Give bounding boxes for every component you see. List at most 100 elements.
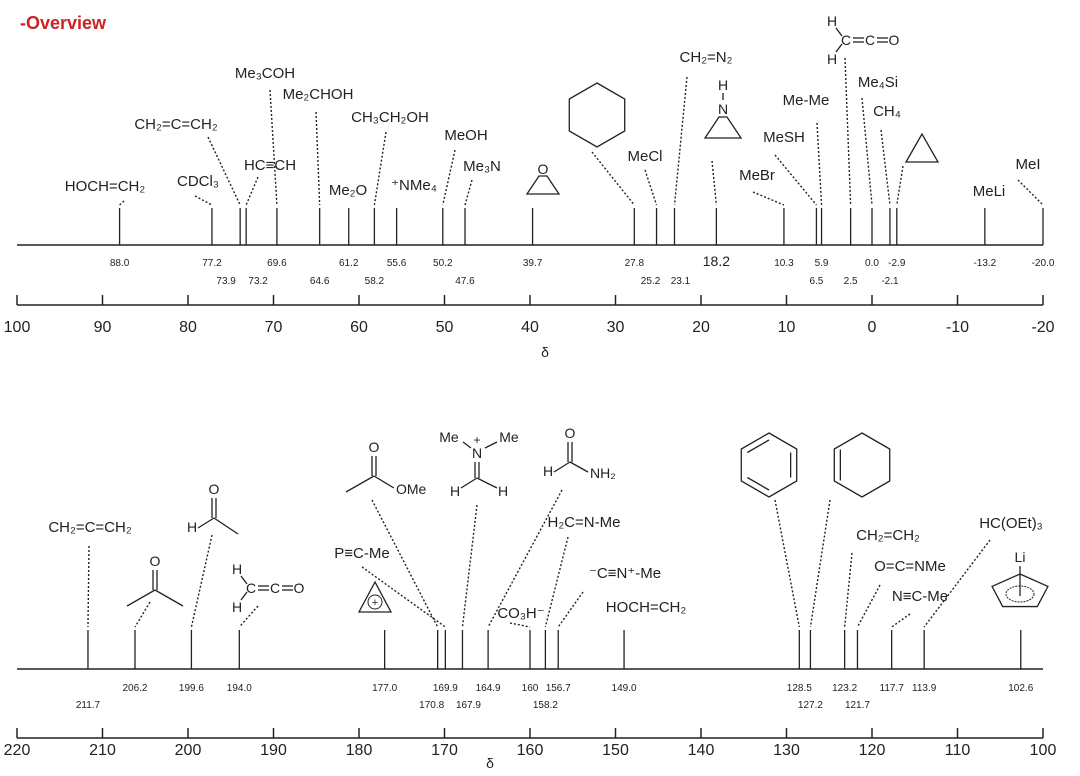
leader-line: [861, 97, 873, 206]
positive-charge: +: [473, 433, 480, 447]
axis-tick-label: 190: [260, 742, 287, 759]
leader-line: [557, 591, 584, 628]
leader-line: [896, 165, 904, 206]
shift-value-label: 10.3: [774, 258, 794, 269]
axis-tick-label: -10: [946, 319, 969, 336]
shift-value-label: 39.7: [523, 258, 543, 269]
shift-value-label: 149.0: [612, 683, 637, 694]
axis-tick-label: 110: [945, 742, 971, 759]
oxygen-atom: O: [889, 32, 900, 48]
cyclopropenyl-ring-icon: [357, 580, 393, 613]
axis-tick-label: 210: [89, 742, 116, 759]
compound-label: MeOH: [444, 127, 487, 144]
bond-line: [240, 591, 248, 601]
benzene-ring-icon: [740, 432, 798, 498]
epoxide-structure-icon: O: [525, 161, 561, 195]
leader-line: [371, 499, 439, 628]
acetaldehyde-structure-icon: OH: [187, 481, 239, 535]
shift-value-label: 58.2: [365, 276, 385, 287]
leader-line: [464, 179, 473, 206]
hydrogen-atom: H: [232, 599, 242, 615]
leader-line: [880, 129, 891, 206]
methoxy-label: OMe: [396, 481, 427, 497]
bond-line: [345, 475, 375, 493]
compound-label: Me-Me: [783, 92, 830, 109]
shift-value-label: 199.6: [179, 683, 204, 694]
leader-line: [673, 76, 688, 206]
leader-line: [752, 191, 785, 206]
shift-value-label: 73.2: [248, 276, 268, 287]
leader-line: [544, 536, 569, 628]
peak-o-c-nme: 121.7O=C=NMe: [845, 558, 946, 711]
shift-value-label: 102.6: [1008, 683, 1033, 694]
shift-value-label: 113.9: [912, 683, 937, 694]
cyclopropane-ring-icon: [904, 132, 940, 163]
leader-line: [194, 195, 213, 206]
shift-value-label: 170.8: [419, 700, 444, 711]
benzene-structure-icon: [740, 432, 798, 498]
compound-label: H₂C=N-Me: [548, 514, 621, 531]
peak-hc-ch: 73.2HC≡CH: [244, 157, 296, 287]
epoxide-ring-icon: [525, 175, 561, 195]
peak-cyclohexene: 127.2: [798, 432, 891, 711]
axis-tick-label: 10: [778, 319, 796, 336]
leader-line: [461, 504, 478, 628]
shift-value-label: 158.2: [533, 700, 558, 711]
compound-label: O=C=NMe: [874, 558, 946, 575]
shift-value-label: 6.5: [809, 276, 823, 287]
shift-value-label: 69.6: [267, 258, 287, 269]
peak-aziridine: 18.2HN: [703, 77, 743, 269]
shift-value-label: 23.1: [671, 276, 691, 287]
peak-h-c-n-me: 158.2 H₂C=N-Me: [533, 514, 621, 711]
hydrogen-atom: H: [827, 51, 837, 67]
overview-title: -Overview: [20, 13, 107, 33]
leader-line: [1017, 179, 1044, 206]
leader-line: [245, 176, 259, 206]
shift-value-label: 127.2: [798, 700, 823, 711]
peak-n-c-me: 117.7N≡C-Me: [880, 588, 949, 694]
nitrogen-atom: N: [718, 101, 728, 117]
cyclopentadienyl-lithium-structure-icon: Li: [991, 549, 1049, 608]
axis-tick-label: 80: [179, 319, 197, 336]
axis-tick-label: 100: [1030, 742, 1057, 759]
axis-tick-label: 120: [859, 742, 886, 759]
acetone-structure-icon: O: [126, 553, 184, 607]
shift-value-label: 88.0: [110, 258, 130, 269]
leader-line: [711, 160, 718, 206]
shift-value-label: 27.8: [625, 258, 645, 269]
peak-benzene: 128.5: [740, 432, 812, 694]
leader-line: [207, 136, 241, 206]
hydrogen-atom: H: [232, 561, 242, 577]
shift-value-label: 77.2: [202, 258, 222, 269]
peak-cyclopropane: -2.9: [888, 132, 940, 269]
bond-line: [240, 575, 248, 585]
compound-label: MeCl: [627, 148, 662, 165]
leader-line: [774, 499, 801, 628]
peak-cyclopentadienyl-lithium: 102.6 Li: [991, 549, 1049, 694]
compound-label: Me₃COH: [235, 65, 295, 82]
cyclohexane-structure-icon: [568, 82, 626, 148]
leader-line: [509, 622, 531, 628]
oxygen-atom: O: [565, 425, 576, 441]
compound-label: MeI: [1015, 156, 1040, 173]
peak-me-me: 5.9Me-Me: [783, 92, 830, 269]
aromatic-circle-icon: [367, 594, 383, 610]
axis-tick-label: 60: [350, 319, 368, 336]
bond-line: [373, 475, 395, 489]
shift-value-label: 64.6: [310, 276, 330, 287]
oxygen-atom: O: [538, 161, 549, 177]
shift-value-label: 169.9: [433, 683, 458, 694]
amine-label: NH₂: [590, 465, 616, 481]
compound-label: Me₂O: [329, 182, 367, 199]
hydrogen-atom: H: [718, 77, 728, 93]
compound-label: CH₂=N₂: [680, 49, 733, 66]
